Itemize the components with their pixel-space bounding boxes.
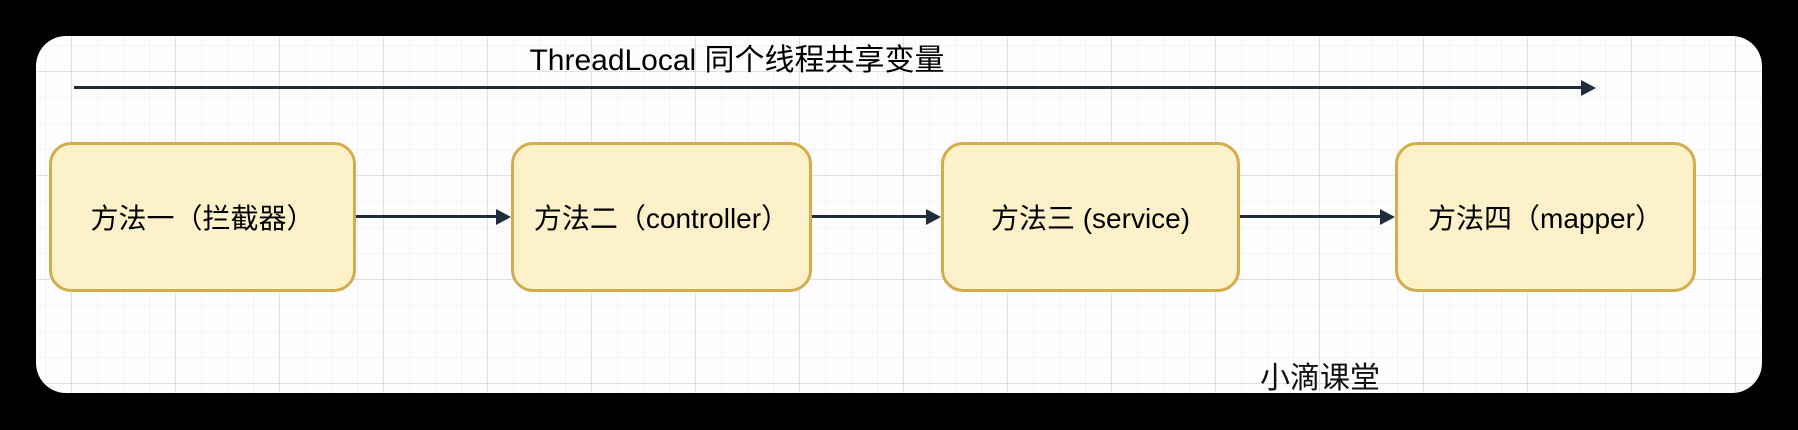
watermark: 小滴课堂 xyxy=(1260,362,1380,393)
thread-timeline-arrow xyxy=(74,86,1582,89)
node-method-4-label: 方法四（mapper） xyxy=(1428,203,1663,234)
node-method-1-label: 方法一（拦截器） xyxy=(90,203,315,234)
node-method-3-label: 方法三 (service) xyxy=(990,203,1191,234)
diagram-title: ThreadLocal 同个线程共享变量 xyxy=(529,44,945,77)
connector-arrow-2 xyxy=(812,215,927,218)
connector-arrow-1 xyxy=(356,215,497,218)
node-method-3: 方法三 (service) xyxy=(941,142,1240,292)
node-method-2-label: 方法二（controller） xyxy=(533,203,790,234)
diagram-canvas: ThreadLocal 同个线程共享变量 方法一（拦截器） 方法二（contro… xyxy=(36,36,1762,393)
node-method-4: 方法四（mapper） xyxy=(1395,142,1696,292)
node-method-2: 方法二（controller） xyxy=(511,142,812,292)
connector-arrow-3 xyxy=(1240,215,1381,218)
node-method-1: 方法一（拦截器） xyxy=(49,142,356,292)
